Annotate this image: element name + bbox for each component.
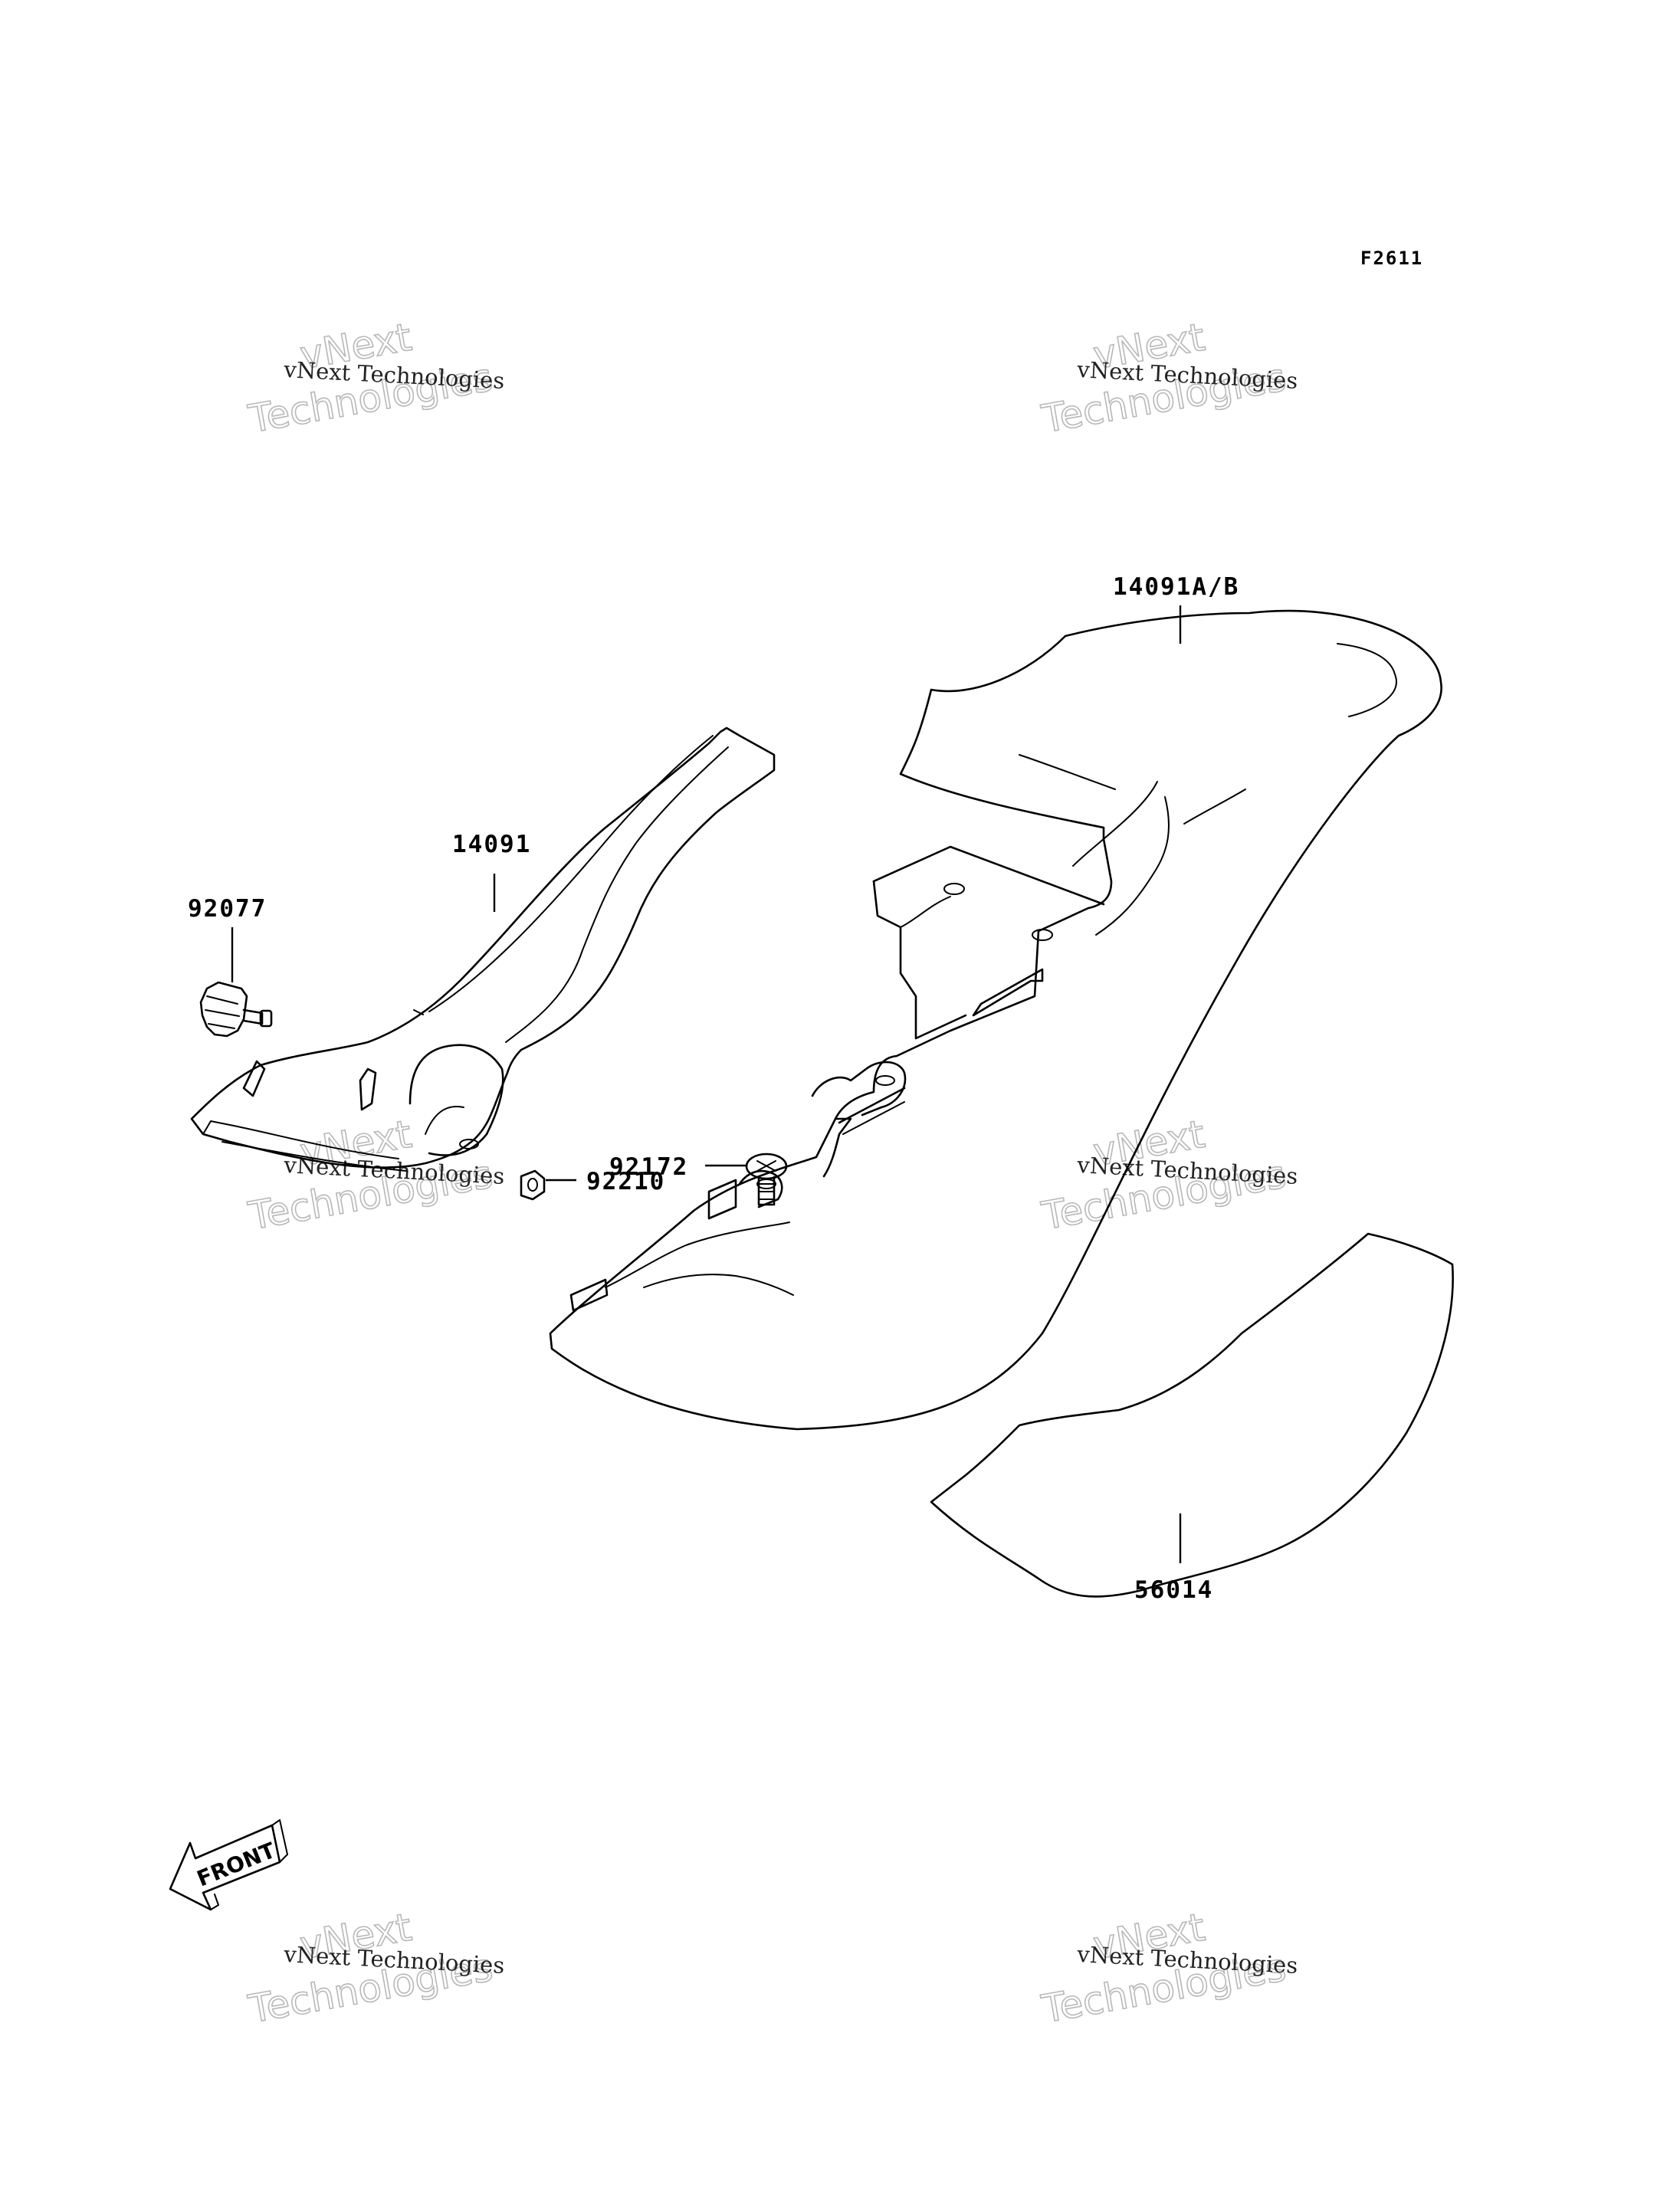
part-label-14091: 14091 <box>452 831 531 858</box>
watermark-middle-right: vNext Technologies vNext Technologies <box>1038 1111 1298 1239</box>
front-direction-marker: FRONT <box>169 1819 288 1911</box>
watermark-top-left: vNext Technologies vNext Technologies <box>244 314 505 442</box>
front-marker-label: FRONT <box>193 1838 279 1892</box>
watermark-bottom-right: vNext Technologies vNext Technologies <box>1038 1904 1298 2032</box>
watermark-bottom-left: vNext Technologies vNext Technologies <box>244 1904 505 2032</box>
part-label-92077: 92077 <box>188 895 267 923</box>
part-label-56014: 56014 <box>1134 1576 1213 1604</box>
watermark-middle-left: vNext Technologies vNext Technologies <box>244 1111 505 1239</box>
side-cover-part <box>190 726 776 1172</box>
watermark-top-right: vNext Technologies vNext Technologies <box>1038 314 1298 442</box>
decal-part <box>930 1232 1454 1598</box>
part-label-14091AB: 14091A/B <box>1113 573 1239 601</box>
seat-part <box>549 609 1442 1431</box>
nut-part <box>520 1169 546 1201</box>
part-label-92210: 92210 <box>586 1168 665 1195</box>
knob-part <box>199 981 273 1038</box>
screw-part <box>745 1153 788 1206</box>
reference-code: F2611 <box>1360 248 1423 269</box>
part-label-92172: 92172 <box>609 1153 688 1181</box>
